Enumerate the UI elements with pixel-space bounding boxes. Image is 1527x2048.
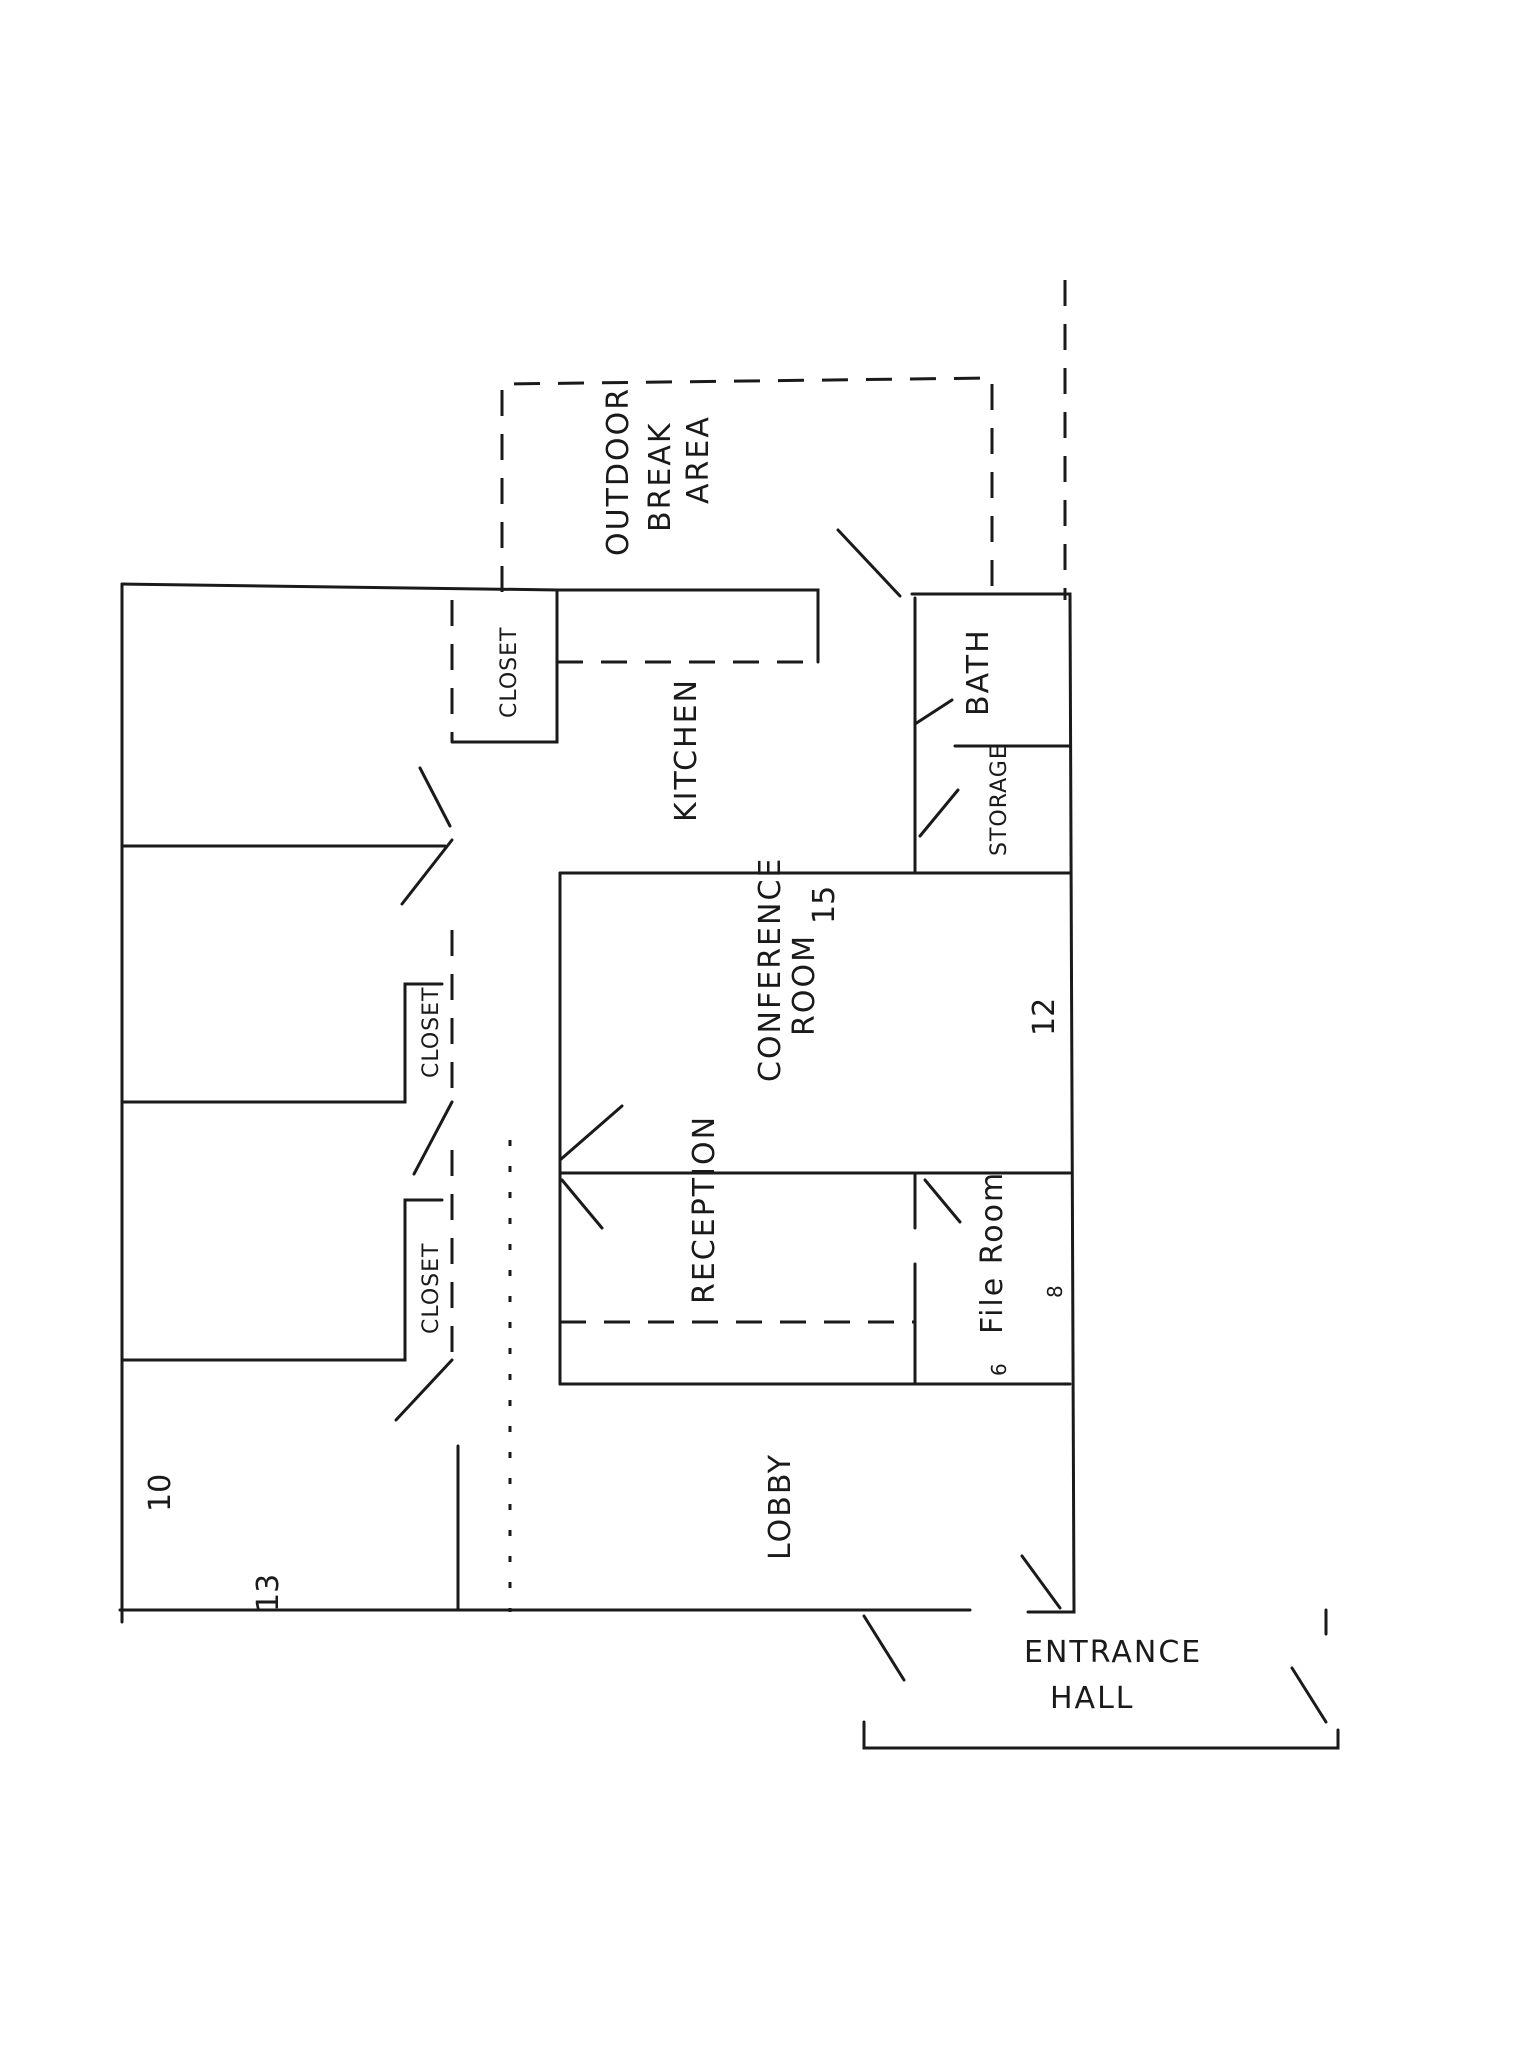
entrance-hall-label-1: ENTRANCE bbox=[1024, 1635, 1202, 1670]
closet-lower-label: CLOSET bbox=[419, 1243, 444, 1334]
bath-label: BATH bbox=[961, 628, 996, 716]
kitchen-label: KITCHEN bbox=[669, 678, 704, 822]
reception-label: RECEPTION bbox=[687, 1115, 722, 1304]
conference-room-label-2: ROOM bbox=[787, 934, 822, 1036]
conference-room-label-1: CONFERENCE bbox=[753, 857, 788, 1082]
entrance-hall-walls bbox=[862, 1608, 1340, 1750]
bath-storage-walls bbox=[913, 596, 1072, 875]
lobby-label: LOBBY bbox=[763, 1453, 798, 1560]
storage-label: STORAGE bbox=[987, 744, 1012, 856]
closet-upper-label: CLOSET bbox=[419, 987, 444, 1078]
office-dimension-10: 10 bbox=[143, 1474, 178, 1512]
reception-file-walls bbox=[558, 1171, 1072, 1386]
file-dimension-8: 8 bbox=[1043, 1285, 1067, 1298]
kitchen-closet-label: CLOSET bbox=[497, 627, 522, 718]
conference-dimension-12: 12 bbox=[1027, 998, 1062, 1036]
outdoor-break-area-boundary bbox=[500, 280, 1067, 600]
entrance-hall-label-2: HALL bbox=[1050, 1681, 1135, 1716]
door-swings bbox=[394, 528, 1328, 1724]
file-room-label: File Room bbox=[975, 1171, 1010, 1334]
office-dimension-13: 13 bbox=[251, 1574, 286, 1612]
file-dimension-6: 6 bbox=[987, 1363, 1011, 1376]
outdoor-break-area-label-2: BREAK bbox=[643, 421, 678, 532]
left-offices bbox=[120, 844, 460, 1612]
conference-dimension-15: 15 bbox=[807, 886, 842, 924]
kitchen-closet bbox=[450, 590, 559, 744]
outdoor-break-area-label-1: OUTDOOR bbox=[601, 387, 636, 556]
outdoor-break-area-label-3: AREA bbox=[681, 415, 716, 504]
conference-room-walls bbox=[558, 871, 1072, 1386]
